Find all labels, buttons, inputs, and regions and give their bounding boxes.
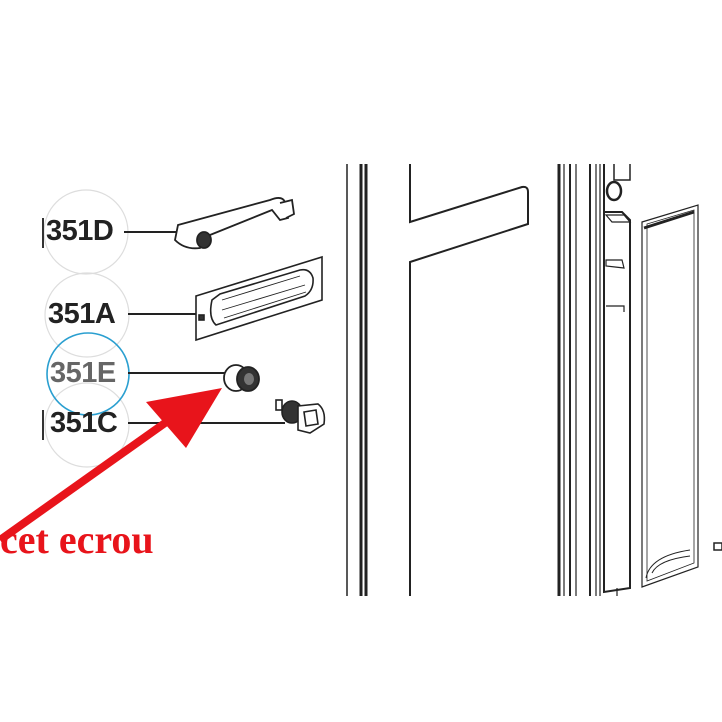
part-label-351E: 351E (50, 357, 116, 389)
label-circle-351C (44, 382, 130, 468)
red-arrow-annotation (0, 388, 222, 544)
leader-lines (124, 231, 285, 424)
part-lock-351C (275, 399, 326, 434)
part-nut-351E (223, 364, 260, 392)
part-label-351A: 351A (48, 298, 116, 330)
annotation-text: cet ecrou (0, 517, 154, 562)
part-label-351D: 351D (46, 215, 114, 247)
part-handle-351D (174, 197, 295, 250)
part-label-351C: 351C (50, 407, 118, 439)
part-plate-351A (195, 255, 323, 342)
door-panel-drawing (346, 164, 722, 596)
